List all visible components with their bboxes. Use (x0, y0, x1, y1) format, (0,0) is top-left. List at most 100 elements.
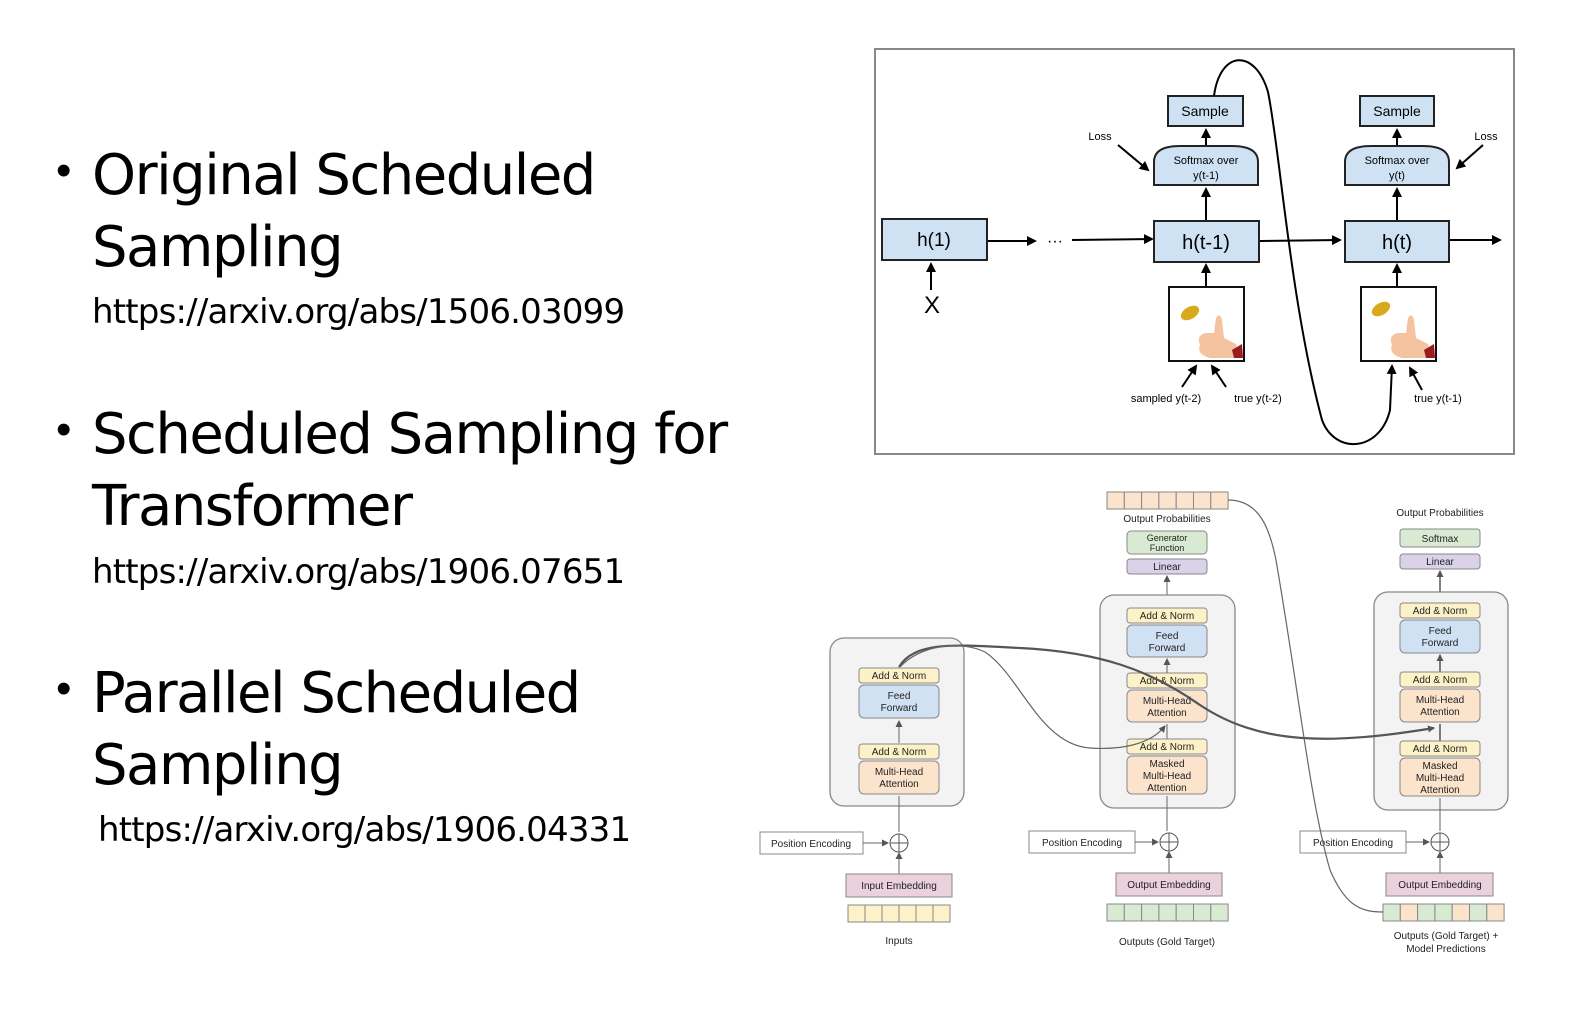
inputs-label: Inputs (885, 936, 912, 947)
pos-enc-label: Position Encoding (771, 839, 851, 850)
sample-feedback-curve (1213, 59, 1397, 445)
decoder2-multi-head-attention: Multi-Head Attention (1399, 688, 1481, 723)
x-label: X (924, 292, 940, 319)
loss-right-label: Loss (1474, 131, 1498, 143)
decoder1-linear: Linear (1126, 558, 1208, 575)
decoder2-mixed-tokens (1382, 903, 1505, 922)
decoder1-multi-head-attention: Multi-Head Attention (1126, 689, 1208, 723)
generator-line1: Generator (1147, 533, 1188, 543)
mha-line1: Multi-Head (875, 767, 923, 778)
token-cell (1210, 491, 1229, 510)
masked-line2: Multi-Head (1416, 773, 1464, 784)
softmax-right: Softmax over y(t) (1344, 145, 1450, 186)
mha-line2: Attention (1420, 707, 1459, 718)
token-cell (1123, 903, 1143, 922)
decoder2-add-norm-2: Add & Norm (1399, 671, 1481, 688)
ff-line1: Feed (888, 691, 911, 702)
token-cell (1210, 903, 1229, 922)
paper-link[interactable]: https://arxiv.org/abs/1906.07651 (92, 552, 625, 592)
true-right-arrow (1409, 366, 1423, 391)
softmax-left-line2: y(t-1) (1193, 170, 1219, 182)
masked-line2: Multi-Head (1143, 771, 1191, 782)
embedding-label: Input Embedding (861, 881, 937, 892)
paper-link[interactable]: https://arxiv.org/abs/1906.04331 (98, 810, 631, 850)
paper-link[interactable]: https://arxiv.org/abs/1506.03099 (92, 292, 625, 332)
pos-enc-label: Position Encoding (1313, 838, 1393, 849)
linear-label: Linear (1426, 557, 1454, 568)
token-cell (864, 904, 883, 923)
decoder2-linear: Linear (1399, 553, 1481, 570)
ff-line2: Forward (1149, 643, 1186, 654)
decoder2-output-embedding: Output Embedding (1385, 872, 1494, 897)
coin-flip-right (1360, 286, 1437, 362)
ff-line2: Forward (1422, 638, 1459, 649)
decoder2-masked-attention: Masked Multi-Head Attention (1399, 757, 1481, 797)
token-cell (898, 904, 917, 923)
softmax-right-line1: Softmax over (1365, 155, 1430, 167)
mha-line2: Attention (1147, 708, 1186, 719)
true-left-arrow (1210, 364, 1227, 388)
true-right-label: true y(t-1) (1414, 393, 1462, 405)
token-cell (1158, 491, 1177, 510)
decoder1-masked-attention: Masked Multi-Head Attention (1126, 755, 1208, 795)
generator-line2: Function (1150, 543, 1185, 553)
encoder-multi-head-attention: Multi-Head Attention (858, 760, 940, 795)
encoder-to-decoder1-curve (899, 645, 1166, 749)
sample-right-label: Sample (1373, 103, 1421, 119)
softmax-label: Softmax (1422, 534, 1459, 545)
loss-left-label: Loss (1088, 131, 1112, 143)
token-cell (1158, 903, 1177, 922)
bullet-title: Sampling (92, 215, 344, 280)
token-cell (1106, 903, 1125, 922)
decoder1-pos-encoding: Position Encoding (1028, 830, 1136, 854)
coin-flip-icon (1371, 301, 1435, 358)
softmax-left: Softmax over y(t-1) (1153, 145, 1259, 186)
token-cell (847, 904, 866, 923)
ellipsis-to-ht1-arrow (1071, 234, 1154, 245)
ellipsis: ··· (1047, 233, 1063, 250)
token-cell (1175, 491, 1194, 510)
encoder-add-icon (889, 833, 909, 853)
bullet-title: Scheduled Sampling for (92, 402, 728, 467)
decoder1-output-embedding: Output Embedding (1115, 872, 1223, 897)
sample-left: Sample (1167, 95, 1244, 127)
ht-box: h(t) (1344, 220, 1450, 263)
decoder1-gold-tokens (1106, 903, 1229, 922)
token-cell (1486, 903, 1505, 922)
softmax-right-line2: y(t) (1389, 170, 1405, 182)
loss-left-arrow (1117, 144, 1150, 172)
sample-left-label: Sample (1181, 103, 1229, 119)
decoder2-add-icon (1430, 832, 1450, 852)
decoder1-add-norm-3: Add & Norm (1126, 738, 1208, 755)
bullet-dot: • (56, 664, 72, 713)
embedding-label: Output Embedding (1127, 880, 1210, 891)
sampled-label: sampled y(t-2) (1131, 393, 1201, 405)
h1-label: h(1) (917, 230, 951, 251)
token-cell (1399, 903, 1419, 922)
token-cell (1451, 903, 1470, 922)
sample-right: Sample (1359, 95, 1435, 127)
token-cell (881, 904, 900, 923)
decoder1-output-tokens (1106, 491, 1229, 510)
bullet-title: Transformer (92, 474, 413, 539)
encoder-add-norm-bottom: Add & Norm (858, 743, 940, 760)
loss-right-arrow (1455, 144, 1484, 170)
token-cell (1106, 491, 1125, 510)
ff-line1: Feed (1429, 626, 1452, 637)
token-cell (1382, 903, 1401, 922)
token-cell (1123, 491, 1143, 510)
add-norm-label: Add & Norm (1140, 742, 1194, 753)
encoder-input-embedding: Input Embedding (845, 873, 953, 898)
token-cell (932, 904, 951, 923)
token-cell (1193, 903, 1212, 922)
linear-label: Linear (1153, 562, 1181, 573)
add-norm-label: Add & Norm (1413, 675, 1467, 686)
token-cell (1417, 903, 1436, 922)
pos-enc-label: Position Encoding (1042, 838, 1122, 849)
masked-line1: Masked (1149, 759, 1184, 770)
token-cell (1141, 903, 1160, 922)
token-cell (1434, 903, 1453, 922)
bullet-title: Original Scheduled (92, 143, 596, 208)
token-cell (1141, 491, 1160, 510)
